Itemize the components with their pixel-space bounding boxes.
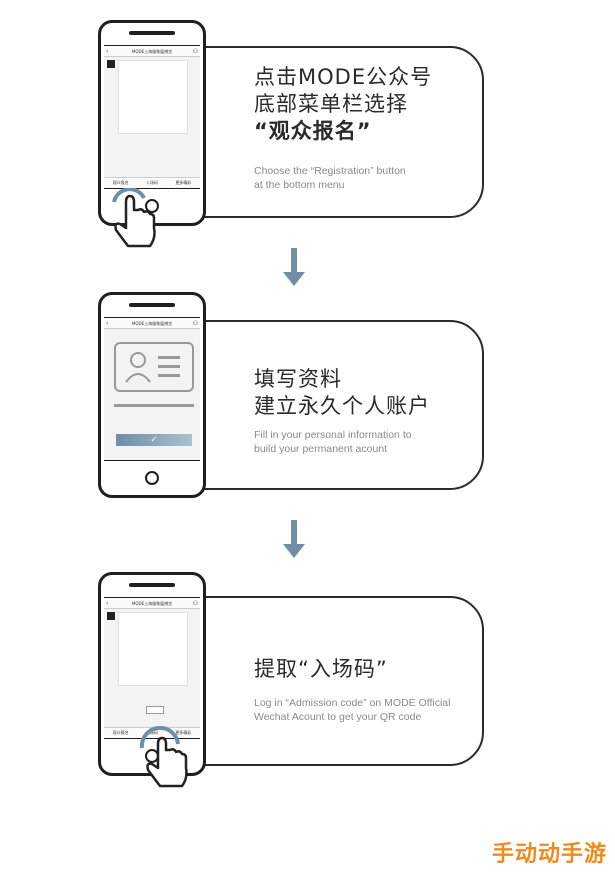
phone-speaker <box>129 583 175 587</box>
chevron-left-icon[interactable]: ‹ <box>106 320 109 327</box>
home-button <box>145 199 159 213</box>
account-avatar <box>107 60 115 68</box>
account-avatar <box>107 612 115 620</box>
step-3-title-line-1: 提取“入场码” <box>254 657 388 681</box>
menu-item-registration[interactable]: 观众报名 <box>112 180 129 185</box>
step-2-description: Fill in your personal information to bui… <box>254 428 474 456</box>
step-3: 提取“入场码” Log in “Admission code” on MODE … <box>0 568 615 818</box>
step-3-phone: ‹ MODE上海服装展博览 ⚇ 观众报名 入场码 更多精彩 <box>98 572 206 776</box>
step-3-description-line-1: Log in “Admission code” on MODE Official <box>254 697 451 709</box>
step-1-title: 点击MODE公众号 底部菜单栏选择 “观众报名” <box>254 64 432 145</box>
step-1-description: Choose the “Registration” button at the … <box>254 164 474 192</box>
id-card-icon <box>114 342 194 392</box>
person-icon[interactable]: ⚇ <box>192 600 198 607</box>
step-2-description-line-1: Fill in your personal information to <box>254 429 412 441</box>
step-2-description-line-2: build your permanent acount <box>254 443 388 455</box>
phone-header-title: MODE上海服装展博览 <box>131 321 173 326</box>
step-2: 填写资料 建立永久个人账户 Fill in your personal info… <box>0 290 615 510</box>
pointing-hand-icon <box>112 188 156 248</box>
step-2-title-line-2: 建立永久个人账户 <box>254 394 430 418</box>
phone-speaker <box>129 31 175 35</box>
submit-button[interactable]: ✓ <box>116 434 192 446</box>
pointing-hand-icon <box>139 726 188 788</box>
menu-item-more[interactable]: 更多精彩 <box>175 180 192 185</box>
phone-screen: ‹ MODE上海服装展博览 ⚇ ✓ <box>104 317 200 461</box>
person-icon[interactable]: ⚇ <box>192 48 198 55</box>
menu-item-more[interactable]: 更多精彩 <box>175 730 192 735</box>
step-1-description-line-2: at the bottom menu <box>254 179 345 191</box>
qr-code-placeholder <box>146 706 164 714</box>
step-3-bubble: 提取“入场码” Log in “Admission code” on MODE … <box>160 596 484 766</box>
phone-header-title: MODE上海服装展博览 <box>131 601 173 606</box>
person-icon[interactable]: ⚇ <box>192 320 198 327</box>
step-2-phone: ‹ MODE上海服装展博览 ⚇ ✓ <box>98 292 206 498</box>
menu-item-admission-code[interactable]: 入场码 <box>145 730 158 735</box>
step-3-description: Log in “Admission code” on MODE Official… <box>254 696 474 724</box>
watermark-logo: 手动动手游 <box>491 842 607 867</box>
phone-speaker <box>129 303 175 307</box>
menu-item-registration[interactable]: 观众报名 <box>112 730 129 735</box>
step-1-description-line-1: Choose the “Registration” button <box>254 165 406 177</box>
step-1: 点击MODE公众号 底部菜单栏选择 “观众报名” Choose the “Reg… <box>0 18 615 258</box>
phone-header-title: MODE上海服装展博览 <box>131 49 173 54</box>
step-2-title: 填写资料 建立永久个人账户 <box>254 366 430 420</box>
message-card <box>118 612 188 686</box>
chevron-left-icon[interactable]: ‹ <box>106 48 109 55</box>
phone-header: ‹ MODE上海服装展博览 ⚇ <box>104 46 200 57</box>
message-card <box>118 60 188 134</box>
phone-header: ‹ MODE上海服装展博览 ⚇ <box>104 318 200 329</box>
step-2-title-line-1: 填写资料 <box>254 367 342 391</box>
step-1-title-line-1: 点击MODE公众号 <box>254 65 433 89</box>
wechat-menu: 观众报名 入场码 更多精彩 <box>104 177 200 188</box>
step-1-phone: ‹ MODE上海服装展博览 ⚇ 观众报名 入场码 更多精彩 <box>98 20 206 226</box>
home-button <box>145 471 159 485</box>
step-3-description-line-2: Wechat Acount to get your QR code <box>254 711 422 723</box>
form-divider <box>114 404 194 407</box>
phone-screen: ‹ MODE上海服装展博览 ⚇ 观众报名 入场码 更多精彩 <box>104 597 200 739</box>
phone-screen: ‹ MODE上海服装展博览 ⚇ 观众报名 入场码 更多精彩 <box>104 45 200 189</box>
step-2-bubble: 填写资料 建立永久个人账户 Fill in your personal info… <box>160 320 484 490</box>
arrow-down-icon <box>283 248 305 286</box>
step-1-bubble: 点击MODE公众号 底部菜单栏选择 “观众报名” Choose the “Reg… <box>160 46 484 218</box>
step-1-title-line-2: 底部菜单栏选择 <box>254 92 408 116</box>
chevron-left-icon[interactable]: ‹ <box>106 600 109 607</box>
menu-item-admission-code[interactable]: 入场码 <box>145 180 158 185</box>
phone-header: ‹ MODE上海服装展博览 ⚇ <box>104 598 200 609</box>
step-1-title-bold: “观众报名” <box>254 119 372 143</box>
step-3-title: 提取“入场码” <box>254 656 388 683</box>
arrow-down-icon <box>283 520 305 558</box>
